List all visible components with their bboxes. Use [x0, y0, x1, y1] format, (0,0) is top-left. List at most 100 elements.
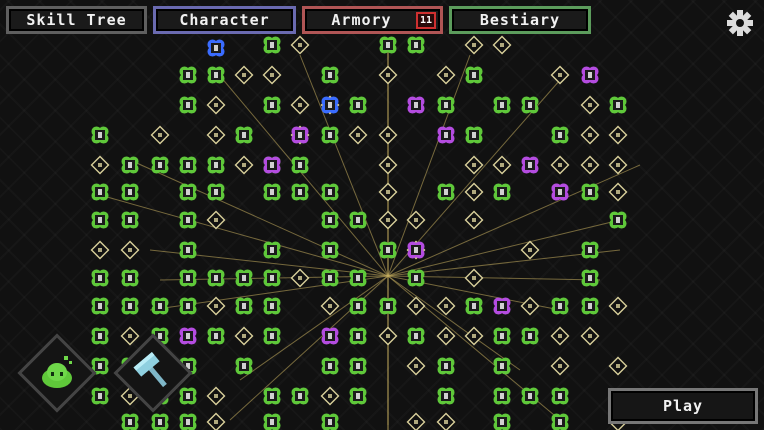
skill-node[interactable]	[235, 126, 253, 144]
skill-node[interactable]	[379, 297, 397, 315]
skill-node[interactable]	[378, 182, 398, 202]
skill-node[interactable]	[407, 96, 425, 114]
skill-node[interactable]	[263, 96, 281, 114]
skill-node[interactable]	[551, 297, 569, 315]
skill-node[interactable]	[521, 387, 539, 405]
skill-node[interactable]	[91, 183, 109, 201]
skill-node[interactable]	[234, 326, 254, 346]
skill-node[interactable]	[349, 357, 367, 375]
skill-node[interactable]	[406, 356, 426, 376]
skill-node[interactable]	[291, 387, 309, 405]
skill-node[interactable]	[437, 96, 455, 114]
skill-node[interactable]	[90, 240, 110, 260]
skill-node[interactable]	[406, 296, 426, 316]
gear-icon[interactable]	[727, 10, 753, 36]
skill-node[interactable]	[179, 156, 197, 174]
skill-node[interactable]	[121, 297, 139, 315]
skill-node[interactable]	[321, 357, 339, 375]
skill-node[interactable]	[349, 387, 367, 405]
skill-node[interactable]	[206, 95, 226, 115]
skill-node[interactable]	[207, 183, 225, 201]
skill-node[interactable]	[551, 183, 569, 201]
skill-node[interactable]	[550, 356, 570, 376]
skill-node[interactable]	[407, 36, 425, 54]
skill-node[interactable]	[608, 356, 628, 376]
skill-node[interactable]	[91, 357, 109, 375]
skill-node[interactable]	[492, 35, 512, 55]
skill-node[interactable]	[493, 297, 511, 315]
skill-node[interactable]	[262, 65, 282, 85]
skill-node[interactable]	[550, 155, 570, 175]
skill-node[interactable]	[581, 241, 599, 259]
skill-node[interactable]	[436, 296, 456, 316]
skill-node[interactable]	[121, 156, 139, 174]
skill-node[interactable]	[437, 387, 455, 405]
skill-node[interactable]	[263, 241, 281, 259]
skill-node[interactable]	[493, 327, 511, 345]
skill-node[interactable]	[550, 65, 570, 85]
skill-node[interactable]	[207, 39, 225, 57]
skill-node[interactable]	[348, 125, 368, 145]
skill-node[interactable]	[406, 412, 426, 430]
skill-node[interactable]	[290, 95, 310, 115]
skill-node[interactable]	[609, 96, 627, 114]
skill-node[interactable]	[493, 387, 511, 405]
skill-node[interactable]	[521, 96, 539, 114]
skill-node[interactable]	[521, 156, 539, 174]
skill-node[interactable]	[464, 326, 484, 346]
skill-node[interactable]	[464, 35, 484, 55]
skill-node[interactable]	[151, 156, 169, 174]
skill-node[interactable]	[436, 326, 456, 346]
skill-node[interactable]	[465, 66, 483, 84]
skill-node[interactable]	[520, 296, 540, 316]
skill-node[interactable]	[291, 126, 309, 144]
skill-node[interactable]	[436, 412, 456, 430]
skill-node[interactable]	[581, 183, 599, 201]
skill-node[interactable]	[378, 210, 398, 230]
skill-node[interactable]	[520, 240, 540, 260]
skill-node[interactable]	[321, 211, 339, 229]
skill-node[interactable]	[263, 297, 281, 315]
skill-node[interactable]	[437, 357, 455, 375]
skill-node[interactable]	[349, 269, 367, 287]
skill-node[interactable]	[90, 155, 110, 175]
skill-node[interactable]	[179, 211, 197, 229]
skill-node[interactable]	[207, 327, 225, 345]
skill-node[interactable]	[120, 240, 140, 260]
skill-node[interactable]	[379, 241, 397, 259]
skill-node[interactable]	[464, 182, 484, 202]
skill-node[interactable]	[437, 126, 455, 144]
skill-node[interactable]	[263, 156, 281, 174]
skill-node[interactable]	[263, 327, 281, 345]
skill-node[interactable]	[263, 387, 281, 405]
skill-node[interactable]	[91, 211, 109, 229]
skill-node[interactable]	[91, 297, 109, 315]
skill-node[interactable]	[207, 269, 225, 287]
skill-node[interactable]	[349, 211, 367, 229]
skill-node[interactable]	[378, 125, 398, 145]
skill-node[interactable]	[321, 241, 339, 259]
skill-node[interactable]	[263, 269, 281, 287]
play-button[interactable]: Play	[608, 388, 758, 424]
skill-node[interactable]	[465, 126, 483, 144]
skill-node[interactable]	[321, 183, 339, 201]
skill-node[interactable]	[608, 155, 628, 175]
skill-node[interactable]	[121, 269, 139, 287]
skill-node[interactable]	[321, 66, 339, 84]
skill-node[interactable]	[321, 126, 339, 144]
skill-nodes[interactable]	[90, 35, 628, 430]
skill-node[interactable]	[321, 96, 339, 114]
skill-node[interactable]	[120, 326, 140, 346]
tab-character[interactable]: Character	[153, 6, 296, 34]
skill-node[interactable]	[207, 66, 225, 84]
skill-node[interactable]	[263, 413, 281, 430]
skill-node[interactable]	[493, 183, 511, 201]
skill-node[interactable]	[379, 36, 397, 54]
skill-node[interactable]	[121, 413, 139, 430]
skill-node[interactable]	[179, 413, 197, 430]
skill-node[interactable]	[206, 210, 226, 230]
skill-node[interactable]	[464, 268, 484, 288]
skill-node[interactable]	[551, 126, 569, 144]
skill-node[interactable]	[464, 155, 484, 175]
skill-node[interactable]	[436, 65, 456, 85]
